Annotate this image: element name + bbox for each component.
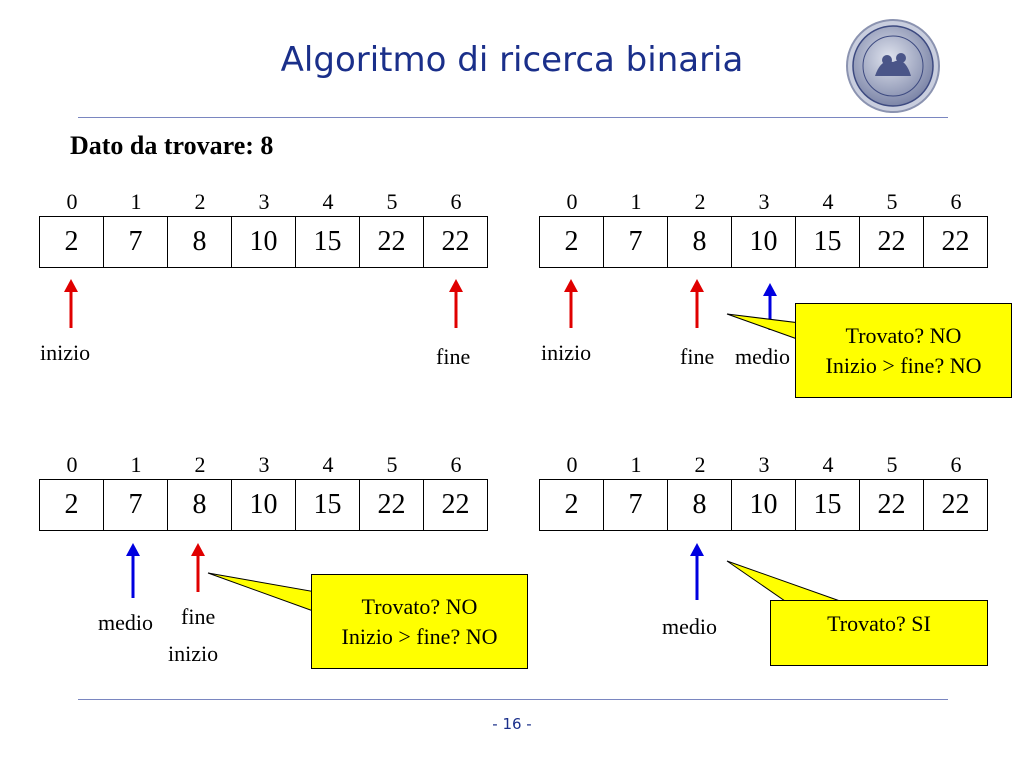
callout-line: Inizio > fine? NO (825, 352, 982, 378)
index-label: 2 (694, 452, 706, 477)
index-label: 2 (694, 189, 706, 214)
index-label: 1 (630, 189, 642, 214)
index-label: 5 (886, 189, 898, 214)
array-cell: 10 (232, 480, 296, 531)
array-cell: 22 (360, 217, 424, 268)
pointer-label-medio: medio (662, 614, 717, 639)
array-cell: 8 (668, 217, 732, 268)
array-cell: 8 (668, 480, 732, 531)
index-label: 5 (886, 452, 898, 477)
arrow-fine-inizio-step3 (191, 543, 205, 592)
array-cell: 7 (104, 480, 168, 531)
index-label: 1 (630, 452, 642, 477)
callout-step3: Trovato? NO Inizio > fine? NO (311, 574, 528, 669)
array-cell: 22 (860, 217, 924, 268)
target-value-heading: Dato da trovare: 8 (70, 131, 274, 160)
array-cell: 22 (424, 480, 488, 531)
callout-tail-step2 (726, 313, 801, 341)
array-cell: 10 (732, 217, 796, 268)
array-cell: 2 (40, 217, 104, 268)
array-row: 2 7 8 10 15 22 22 (39, 479, 488, 531)
array-cell: 7 (604, 480, 668, 531)
array-cell: 22 (924, 480, 988, 531)
array-cell: 22 (860, 480, 924, 531)
array-cell: 15 (296, 217, 360, 268)
arrow-inizio-step1 (64, 279, 78, 328)
arrow-fine-step1 (449, 279, 463, 328)
pointer-label-medio: medio (735, 344, 790, 369)
index-label: 2 (194, 452, 206, 477)
array-row: 2 7 8 10 15 22 22 (39, 216, 488, 268)
array-cell: 22 (424, 217, 488, 268)
array-row: 2 7 8 10 15 22 22 (539, 479, 988, 531)
arrow-medio-step4 (690, 543, 704, 600)
politecnico-seal-logo (845, 18, 941, 114)
array-cell: 7 (604, 217, 668, 268)
pointer-label-fine: fine (436, 344, 471, 369)
index-label: 4 (822, 452, 834, 477)
callout-tail-step3 (207, 572, 317, 613)
index-label: 6 (950, 452, 962, 477)
pointer-label-inizio: inizio (541, 340, 592, 365)
index-label: 6 (950, 189, 962, 214)
callout-step4: Trovato? SI (770, 600, 988, 666)
callout-line: Trovato? NO (361, 593, 478, 619)
header-rule (78, 117, 948, 118)
slide-title: Algoritmo di ricerca binaria (280, 40, 744, 80)
index-label: 0 (566, 452, 578, 477)
arrow-fine-step2 (690, 279, 704, 328)
index-label: 0 (66, 189, 78, 214)
array-cell: 7 (104, 217, 168, 268)
array-cell: 10 (732, 480, 796, 531)
array-cell: 2 (40, 480, 104, 531)
callout-line: Inizio > fine? NO (341, 623, 498, 649)
array-cell: 22 (924, 217, 988, 268)
index-label: 1 (130, 452, 142, 477)
callout-line: Trovato? SI (827, 611, 931, 636)
array-cell: 15 (796, 217, 860, 268)
index-label: 4 (322, 189, 334, 214)
array-cell: 15 (796, 480, 860, 531)
array-cell: 22 (360, 480, 424, 531)
array-cell: 2 (540, 217, 604, 268)
callout-step2: Trovato? NO Inizio > fine? NO (795, 303, 1012, 398)
array-cell: 15 (296, 480, 360, 531)
index-label: 0 (66, 452, 78, 477)
callout-tail-step4 (726, 560, 841, 602)
pointer-label-fine: fine (181, 604, 216, 629)
array-row: 2 7 8 10 15 22 22 (539, 216, 988, 268)
index-label: 5 (386, 189, 398, 214)
index-label: 6 (450, 189, 462, 214)
pointer-label-medio: medio (98, 610, 153, 635)
index-label: 3 (758, 452, 770, 477)
index-label: 0 (566, 189, 578, 214)
footer-rule (78, 699, 948, 700)
index-label: 3 (758, 189, 770, 214)
index-label: 6 (450, 452, 462, 477)
array-cell: 8 (168, 480, 232, 531)
pointer-label-inizio: inizio (40, 340, 91, 365)
pointer-label-inizio: inizio (168, 641, 219, 666)
page-number: - 16 - (492, 715, 532, 733)
index-label: 3 (258, 452, 270, 477)
array-cell: 8 (168, 217, 232, 268)
callout-line: Trovato? NO (845, 322, 962, 348)
index-label: 3 (258, 189, 270, 214)
index-label: 4 (322, 452, 334, 477)
index-label: 4 (822, 189, 834, 214)
array-cell: 10 (232, 217, 296, 268)
array-cell: 2 (540, 480, 604, 531)
index-label: 5 (386, 452, 398, 477)
pointer-label-fine: fine (680, 344, 715, 369)
index-label: 2 (194, 189, 206, 214)
index-label: 1 (130, 189, 142, 214)
arrow-medio-step3 (126, 543, 140, 598)
arrow-inizio-step2 (564, 279, 578, 328)
